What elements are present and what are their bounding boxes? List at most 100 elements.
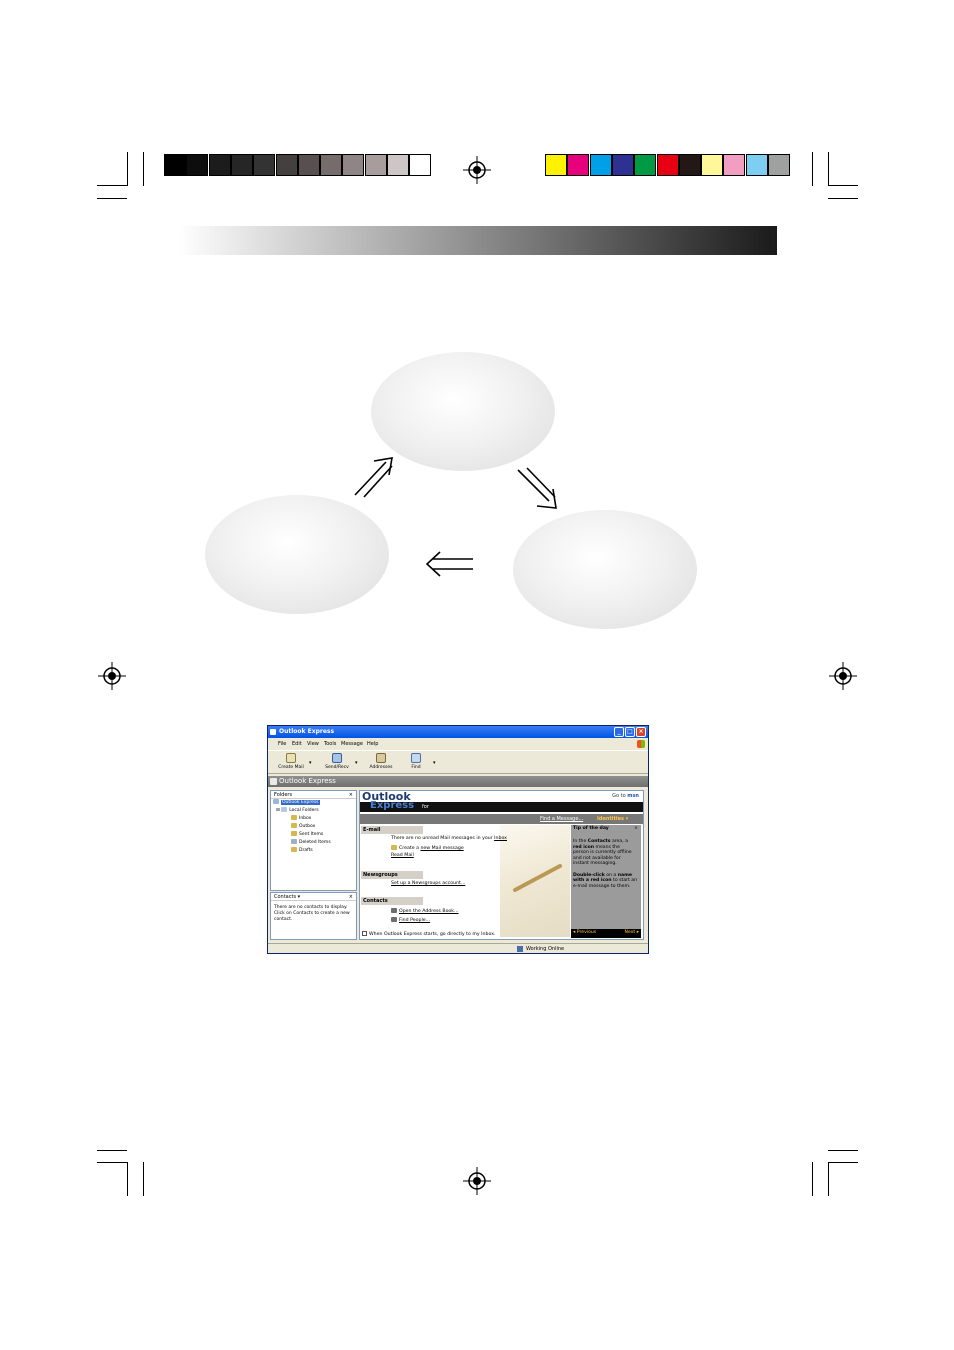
newsgroups-setup-link[interactable]: Set up a Newsgroups account... <box>391 881 466 886</box>
gray-swatch <box>387 154 409 176</box>
window-titlebar[interactable]: Outlook Express _ □ × <box>268 726 648 738</box>
crop-mark <box>828 1162 858 1163</box>
close-folders-icon[interactable]: × <box>348 792 353 798</box>
crop-mark <box>127 1162 128 1196</box>
crop-mark <box>828 185 858 186</box>
tip-next-button[interactable]: Next ▸ <box>624 930 639 935</box>
addresses-icon <box>376 753 386 763</box>
outlook-express-logo: Outlook Express for Go to msn <box>360 791 643 813</box>
addresses-button[interactable]: Addresses <box>366 753 396 770</box>
find-icon <box>411 753 421 763</box>
find-button[interactable]: Find <box>402 753 430 770</box>
folder-item-deleted-items[interactable]: Deleted Items <box>291 839 331 847</box>
tip-previous-button[interactable]: ◂ Previous <box>573 930 597 935</box>
diagram-node-top <box>371 352 555 471</box>
folders-header-label: Folders <box>274 792 293 798</box>
menu-view[interactable]: View <box>307 741 319 747</box>
inbox-link[interactable]: Inbox <box>494 836 507 841</box>
menu-tools[interactable]: Tools <box>324 741 337 747</box>
logo-outlook: Outlook <box>362 790 411 803</box>
read-mail-link[interactable]: Read Mail <box>391 853 414 858</box>
folder-item-local-folders[interactable]: ⊟ Local Folders <box>276 807 319 813</box>
window-title: Outlook Express <box>279 728 335 735</box>
folder-item-outbox[interactable]: Outbox <box>291 823 315 831</box>
new-mail-link[interactable]: new Mail message <box>420 846 464 851</box>
windows-flag-icon <box>637 740 645 748</box>
collapse-icon[interactable]: ⊟ <box>276 808 280 813</box>
find-bar: Find a Message... Identities ▾ <box>360 814 643 824</box>
folder-item-outlook-express[interactable]: Outlook Express <box>273 799 320 807</box>
newsgroups-section-header: Newsgroups <box>361 871 423 879</box>
contacts-header-label: Contacts ▾ <box>274 894 301 900</box>
folder-item-inbox[interactable]: Inbox <box>291 815 311 823</box>
send-receive-dropdown-arrow[interactable]: ▾ <box>355 760 358 766</box>
contacts-empty-message: There are no contacts to display. Click … <box>274 905 350 922</box>
create-mail-icon <box>286 753 296 763</box>
gray-swatch <box>186 154 209 176</box>
send-receive-label: Send/Recv <box>325 765 349 770</box>
tip-title: Tip of the day <box>573 826 609 831</box>
registration-mark-icon <box>463 156 491 184</box>
minimize-button[interactable]: _ <box>614 727 624 737</box>
gray-swatch <box>253 154 276 176</box>
sent-items-icon <box>291 831 297 836</box>
find-message-link[interactable]: Find a Message... <box>540 816 584 822</box>
gray-swatch <box>164 154 186 176</box>
diagram-node-right <box>513 510 697 629</box>
maximize-button[interactable]: □ <box>625 727 635 737</box>
identities-menu[interactable]: Identities ▾ <box>597 816 629 822</box>
addresses-label: Addresses <box>369 765 393 770</box>
create-mail-button[interactable]: Create Mail <box>276 753 306 770</box>
crop-mark <box>143 152 144 186</box>
find-people-row[interactable]: Find People... <box>391 917 430 923</box>
gray-swatch <box>208 154 231 176</box>
tip-text: In the Contacts area, a red icon means t… <box>573 839 638 889</box>
menu-edit[interactable]: Edit <box>292 741 302 747</box>
tip-nav-bar: ◂ Previous Next ▸ <box>571 929 641 938</box>
close-button[interactable]: × <box>636 727 646 737</box>
menu-file[interactable]: File <box>278 741 287 747</box>
local-folders-icon <box>281 807 288 812</box>
crop-mark <box>127 152 128 186</box>
gray-swatch <box>297 154 320 176</box>
email-status-text: There are no unread Mail messages in you… <box>391 836 507 841</box>
contacts-section-header: Contacts <box>361 897 423 905</box>
folder-item-sent-items[interactable]: Sent Items <box>291 831 323 839</box>
gray-swatch <box>364 154 387 176</box>
find-people-icon <box>391 917 397 922</box>
find-dropdown-arrow[interactable]: ▾ <box>433 760 436 766</box>
close-contacts-icon[interactable]: × <box>348 894 353 900</box>
online-status-icon <box>517 946 523 952</box>
find-label: Find <box>411 765 421 770</box>
email-section-header: E-mail <box>361 826 423 834</box>
color-swatch <box>567 154 590 176</box>
menu-help[interactable]: Help <box>367 741 379 747</box>
address-book-row[interactable]: Open the Address Book... <box>391 908 459 914</box>
color-swatch <box>589 154 612 176</box>
double-arrow-down-right-icon <box>517 467 557 509</box>
crop-mark <box>828 152 829 186</box>
create-mail-dropdown-arrow[interactable]: ▾ <box>309 760 312 766</box>
startup-inbox-checkbox[interactable]: When Outlook Express starts, go directly… <box>362 931 495 937</box>
registration-mark-icon <box>463 1167 491 1195</box>
location-title: Outlook Express <box>279 777 336 785</box>
crop-mark <box>97 198 127 199</box>
go-to-msn-link[interactable]: Go to msn <box>612 793 639 799</box>
menu-message[interactable]: Message <box>341 741 363 747</box>
crop-mark <box>812 1162 813 1196</box>
color-swatch <box>656 154 679 176</box>
checkbox-icon[interactable] <box>362 931 367 936</box>
inbox-icon <box>291 815 297 820</box>
create-mail-row: Create a new Mail message <box>391 845 464 851</box>
color-swatch <box>611 154 634 176</box>
send-receive-button[interactable]: Send/Recv <box>322 753 352 770</box>
create-mail-label: Create Mail <box>278 765 304 770</box>
close-tip-icon[interactable]: × <box>634 826 638 831</box>
crop-mark <box>97 1162 127 1163</box>
contacts-pane-header[interactable]: Contacts ▾ × <box>271 893 356 901</box>
color-swatch <box>634 154 657 176</box>
double-arrow-up-right-icon <box>354 457 393 498</box>
app-icon <box>270 729 276 735</box>
color-swatch <box>768 154 790 176</box>
folder-item-drafts[interactable]: Drafts <box>291 847 313 855</box>
